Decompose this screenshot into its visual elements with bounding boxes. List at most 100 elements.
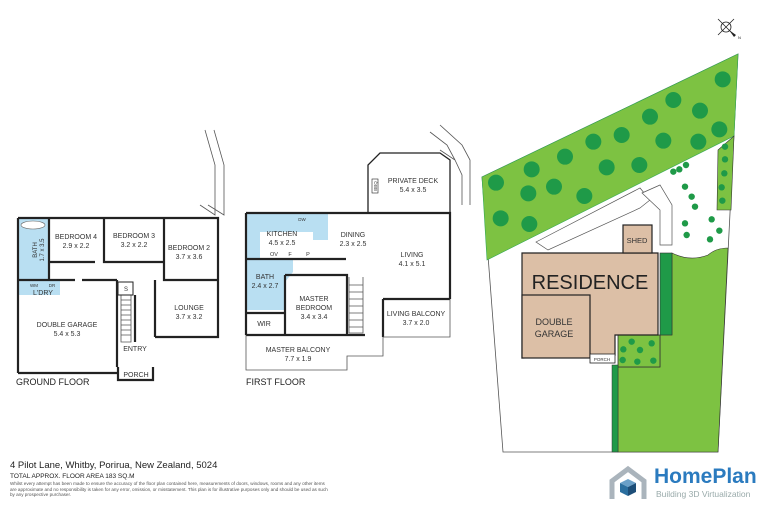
tree-icon <box>585 133 602 150</box>
shrub-icon <box>721 156 729 163</box>
dw-label: DW <box>298 217 306 222</box>
tree-icon <box>521 216 538 232</box>
bedroom2-label: BEDROOM 2 <box>168 245 210 252</box>
shrub-icon <box>681 220 689 227</box>
north-arrow-icon: N <box>717 18 741 40</box>
ov-label: OV <box>270 252 278 258</box>
private-deck-label: PRIVATE DECK <box>388 178 439 185</box>
laundry-label: L'DRY <box>33 290 53 297</box>
tree-icon <box>598 159 615 176</box>
shrub-icon <box>681 183 689 190</box>
tree-icon <box>523 161 540 178</box>
homeplan-logo: HomePlan Building 3D Virtualization <box>602 465 762 505</box>
shed-label: SHED <box>627 236 648 245</box>
kitchen-label: KITCHEN <box>267 231 298 238</box>
path-hedge <box>611 364 619 453</box>
shrub-icon <box>691 203 699 210</box>
tree-icon <box>557 148 573 165</box>
site-garage-label-2: GARAGE <box>535 329 574 339</box>
shrub-icon <box>721 170 728 177</box>
master-bedroom-label: MASTER <box>299 296 328 303</box>
living-dims: 4.1 x 5.1 <box>399 261 426 268</box>
tree-icon <box>692 102 708 119</box>
shrub-icon <box>619 356 626 364</box>
tree-icon <box>576 188 593 204</box>
north-label: N <box>738 35 741 40</box>
first-bath-wet-area <box>246 260 293 310</box>
shrub-icon <box>628 338 635 345</box>
tree-icon <box>492 210 509 227</box>
logo-tagline: Building 3D Virtualization <box>656 489 751 499</box>
storage-cupboard <box>117 281 134 296</box>
disclaimer: Whilst every attempt has been made to en… <box>10 481 328 498</box>
deck-outline <box>535 187 651 251</box>
lounge-label: LOUNGE <box>174 305 204 312</box>
property-address: 4 Pilot Lane, Whitby, Porirua, New Zeala… <box>10 460 218 471</box>
master-bedroom-label-2: BEDROOM <box>296 305 332 312</box>
garage-label: DOUBLE GARAGE <box>37 322 98 329</box>
shrub-icon <box>688 193 695 200</box>
tree-icon <box>520 185 537 202</box>
entry-label: ENTRY <box>123 346 147 353</box>
shrub-icon <box>716 227 723 234</box>
bedroom3-dims: 3.2 x 2.2 <box>121 242 148 249</box>
shrub-icon <box>676 166 683 173</box>
shrub-icon <box>708 216 715 223</box>
shed <box>622 224 653 254</box>
tree-icon <box>690 133 707 150</box>
site-porch-label: PORCH <box>594 357 610 362</box>
shrub-icon <box>650 357 657 364</box>
bedroom2-dims: 3.7 x 3.6 <box>176 254 203 261</box>
tree-icon <box>655 132 672 149</box>
ff-bath-label: BATH <box>256 274 274 281</box>
site-stairs <box>641 184 673 246</box>
living-balcony-label: LIVING BALCONY <box>387 311 446 318</box>
site-porch <box>589 353 616 364</box>
dining-dims: 2.3 x 2.5 <box>340 241 367 248</box>
shrub-icon <box>634 358 641 365</box>
logo-name: HomePlan <box>654 465 757 488</box>
shrub-icon <box>636 346 644 354</box>
wm-label: WM <box>30 283 38 288</box>
shrub-icon <box>670 168 677 175</box>
kitchen-dims: 4.5 x 2.5 <box>269 240 296 247</box>
bbq <box>371 178 379 194</box>
master-balcony-label: MASTER BALCONY <box>266 347 331 354</box>
site-double-garage <box>521 294 591 359</box>
s-label: S <box>124 287 128 293</box>
first-floor-plan: KITCHEN 4.5 x 2.5 OV F P DW BBQ DINING 2… <box>244 124 471 387</box>
hedge <box>659 252 673 336</box>
tree-icon <box>665 92 682 108</box>
bedroom3-label: BEDROOM 3 <box>113 233 155 240</box>
ground-floor-plan: BEDROOM 4 2.9 x 2.2 BEDROOM 3 3.2 x 2.2 … <box>16 129 225 387</box>
shrub-icon <box>718 184 725 191</box>
residence-label: RESIDENCE <box>532 272 649 294</box>
tree-icon <box>613 127 630 143</box>
total-floor-area: TOTAL APPROX. FLOOR AREA 183 SQ.M <box>10 473 135 480</box>
master-balcony-dims: 7.7 x 1.9 <box>285 356 312 363</box>
tree-icon <box>714 71 731 88</box>
p-label: P <box>306 252 310 258</box>
dr-label: DR <box>49 283 56 288</box>
living-balcony-dims: 3.7 x 2.0 <box>403 320 430 327</box>
shrub-icon <box>719 197 726 204</box>
porch-label: PORCH <box>123 372 148 379</box>
tree-icon <box>631 157 648 173</box>
footer: 4 Pilot Lane, Whitby, Porirua, New Zeala… <box>10 460 330 498</box>
shrub-icon <box>682 161 690 169</box>
shrub-icon <box>721 143 729 150</box>
f-label: F <box>288 252 292 258</box>
master-bedroom-dims: 3.4 x 3.4 <box>301 314 328 321</box>
tree-icon <box>711 121 728 138</box>
gf-bath-dims: 1.7 x 3.5 <box>40 238 46 262</box>
site-plan: RESIDENCE DOUBLE GARAGE SHED PORCH N <box>481 18 741 453</box>
dining-label: DINING <box>341 232 366 239</box>
tree-icon <box>546 178 562 195</box>
gf-bath-label: BATH <box>33 242 39 258</box>
kitchen-wet-area <box>246 213 328 258</box>
shrub-icon <box>683 231 690 239</box>
ground-floor-title: GROUND FLOOR <box>16 377 90 387</box>
living-label: LIVING <box>401 252 424 259</box>
tree-icon <box>642 108 658 125</box>
